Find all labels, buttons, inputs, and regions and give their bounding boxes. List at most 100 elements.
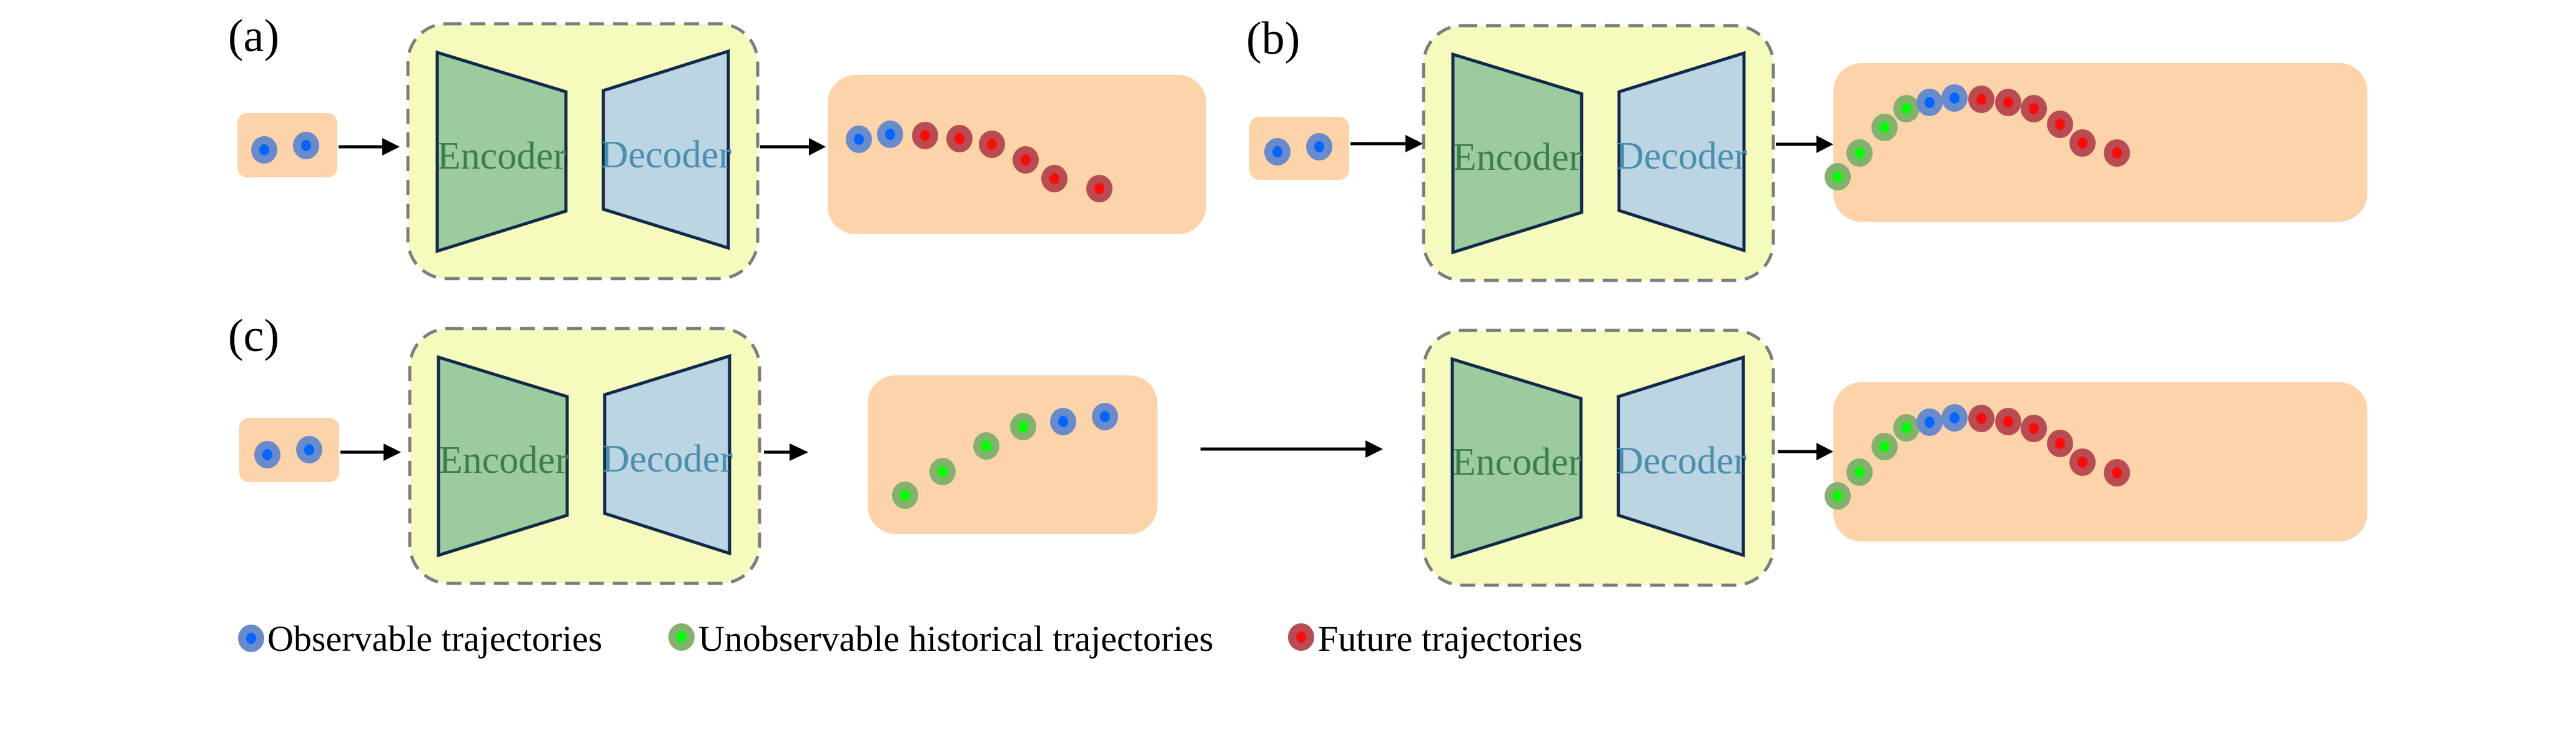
- panel-c-input-box: [239, 418, 339, 482]
- point-inner-dot: [1296, 631, 1306, 643]
- point-inner-dot: [1855, 147, 1865, 159]
- point-inner-dot: [954, 133, 964, 144]
- point-inner-dot: [301, 140, 311, 151]
- panel-b: (b) Encoder Decoder: [1246, 13, 2367, 282]
- point-inner-dot: [304, 444, 314, 455]
- input-trajectory-points: [1264, 133, 1332, 166]
- unobservable-trajectory-point: [973, 432, 999, 460]
- point-inner-dot: [1100, 411, 1110, 422]
- observable-trajectory-point: [251, 136, 277, 164]
- point-inner-dot: [1058, 416, 1068, 427]
- point-inner-dot: [676, 631, 686, 643]
- point-inner-dot: [1976, 413, 1986, 424]
- encoder-label: Encoder: [439, 439, 568, 482]
- observable-trajectory-point: [877, 121, 903, 148]
- panel-c: (c) Encoder Decoder: [228, 310, 2367, 587]
- point-inner-dot: [246, 633, 256, 644]
- point-inner-dot: [2078, 137, 2088, 149]
- encoder-label: Encoder: [1453, 136, 1582, 179]
- unobservable-trajectory-point: [1846, 458, 1873, 486]
- observable-trajectory-point: [1916, 408, 1943, 436]
- unobservable-trajectory-point: [929, 458, 956, 485]
- future-trajectory-point: [946, 125, 973, 152]
- point-inner-dot: [1314, 141, 1324, 152]
- panel-c-intermediate-box: [868, 375, 1157, 534]
- point-inner-dot: [1925, 97, 1934, 108]
- unobservable-trajectory-point: [1893, 414, 1920, 442]
- panel-b-model: Encoder Decoder: [1422, 24, 1775, 282]
- observable-trajectory-point: [254, 441, 280, 468]
- output-trajectory-box: [1833, 63, 2367, 222]
- encoder-block: [1451, 52, 1583, 255]
- point-inner-dot: [938, 466, 948, 477]
- legend-item-observable: Observable trajectories: [238, 618, 602, 659]
- point-inner-dot: [1018, 421, 1028, 432]
- point-inner-dot: [1880, 441, 1890, 452]
- observable-trajectory-point: [1264, 138, 1290, 166]
- legend-label: Unobservable historical trajectories: [698, 618, 1214, 659]
- panel-b-label: (b): [1246, 13, 1300, 64]
- future-trajectory-point: [1086, 175, 1112, 202]
- observable-trajectory-point: [1306, 133, 1332, 161]
- intermediate-trajectory-box: [868, 375, 1157, 534]
- encoder-label: Encoder: [1452, 441, 1582, 483]
- encoder-block: [435, 50, 568, 254]
- decoder-block: [602, 49, 730, 250]
- point-inner-dot: [1976, 94, 1986, 105]
- point-inner-dot: [2112, 147, 2122, 159]
- panel-a-input-box: [237, 113, 337, 177]
- legend-marker-observable: [238, 625, 264, 652]
- output-trajectory-box: [1833, 382, 2367, 542]
- unobservable-trajectory-point: [1010, 413, 1036, 440]
- point-inner-dot: [1855, 467, 1865, 478]
- arrow-model-to-output: [1776, 136, 1833, 153]
- point-inner-dot: [1925, 417, 1934, 428]
- future-trajectory-point: [2069, 129, 2096, 157]
- future-trajectory-point: [2104, 459, 2130, 487]
- point-inner-dot: [262, 449, 272, 460]
- point-inner-dot: [2003, 416, 2013, 427]
- point-inner-dot: [1901, 103, 1911, 114]
- future-trajectory-point: [2069, 448, 2096, 476]
- input-trajectory-points: [251, 132, 319, 164]
- future-trajectory-point: [1041, 165, 1068, 192]
- output-trajectory-points: [846, 121, 1112, 202]
- observable-trajectory-point: [1916, 89, 1943, 116]
- future-trajectory-point: [2021, 415, 2047, 442]
- arrow-input-to-model: [1350, 135, 1423, 152]
- point-inner-dot: [1833, 490, 1843, 502]
- future-trajectory-point: [2021, 95, 2047, 122]
- future-trajectory-point: [2047, 111, 2073, 138]
- input-trajectory-box: [1249, 117, 1349, 180]
- legend-item-unobservable: Unobservable historical trajectories: [668, 618, 1214, 659]
- decoder-block: [1617, 355, 1745, 558]
- observable-trajectory-point: [1050, 408, 1076, 435]
- arrow-model-to-output: [760, 138, 826, 156]
- panel-a: (a) Encoder Decoder: [228, 11, 1206, 280]
- legend-marker-future: [1288, 623, 1314, 651]
- point-inner-dot: [2003, 97, 2013, 108]
- panel-a-label: (a): [228, 11, 279, 62]
- unobservable-trajectory-point: [668, 623, 695, 651]
- point-inner-dot: [981, 440, 991, 452]
- point-inner-dot: [885, 129, 895, 140]
- unobservable-trajectory-point: [1871, 433, 1898, 460]
- arrow-input-to-model: [340, 443, 401, 461]
- legend-label: Observable trajectories: [267, 618, 602, 659]
- point-inner-dot: [1021, 154, 1031, 166]
- encoder-block: [437, 355, 569, 558]
- panel-a-model: Encoder Decoder: [406, 22, 760, 280]
- point-inner-dot: [259, 144, 269, 156]
- decoder-label: Decoder: [1615, 440, 1746, 482]
- future-trajectory-point: [1288, 623, 1314, 651]
- point-inner-dot: [1049, 173, 1059, 184]
- future-trajectory-point: [1968, 86, 1994, 113]
- panel-c-label: (c): [228, 310, 279, 362]
- legend-marker-unobservable: [668, 623, 695, 651]
- observable-trajectory-point: [1092, 403, 1118, 430]
- point-inner-dot: [1094, 183, 1104, 194]
- panel-a-output-box: [828, 75, 1206, 234]
- observable-trajectory-point: [1941, 404, 1968, 432]
- unobservable-trajectory-point: [1893, 95, 1920, 122]
